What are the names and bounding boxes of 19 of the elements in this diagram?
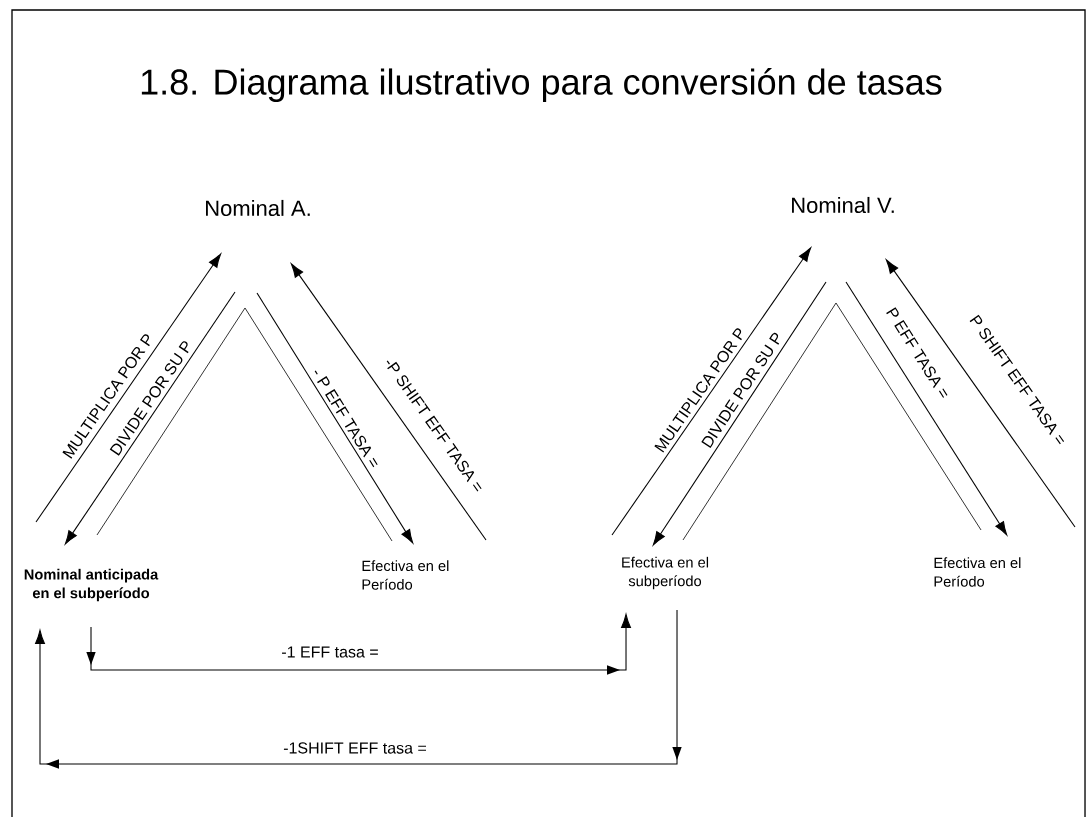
arrow	[35, 609, 682, 769]
arrow	[256, 292, 414, 544]
edge-label: -1SHIFT EFF tasa =	[283, 742, 426, 754]
edge-label: -1 EFF tasa =	[282, 646, 378, 658]
node-label: Nominal V.	[792, 196, 894, 214]
node-label: Nominal A.	[206, 199, 310, 217]
title: 1.8. Diagrama ilustrativo para conversión de tasas	[141, 68, 942, 102]
node-label: Efectiva en el Período	[934, 557, 1021, 587]
arrow	[35, 253, 222, 523]
arrow	[290, 263, 487, 541]
node-label: Nominal anticipada en el subperíodo	[24, 568, 159, 602]
arrow	[845, 281, 1008, 536]
arrow	[86, 613, 631, 675]
arrow	[64, 291, 236, 545]
arrow	[885, 259, 1076, 528]
node-label: Efectiva en el subperíodo	[622, 556, 709, 590]
arrow	[652, 281, 827, 546]
arrow	[611, 247, 812, 536]
node-label: Efectiva en el Período	[362, 560, 449, 590]
